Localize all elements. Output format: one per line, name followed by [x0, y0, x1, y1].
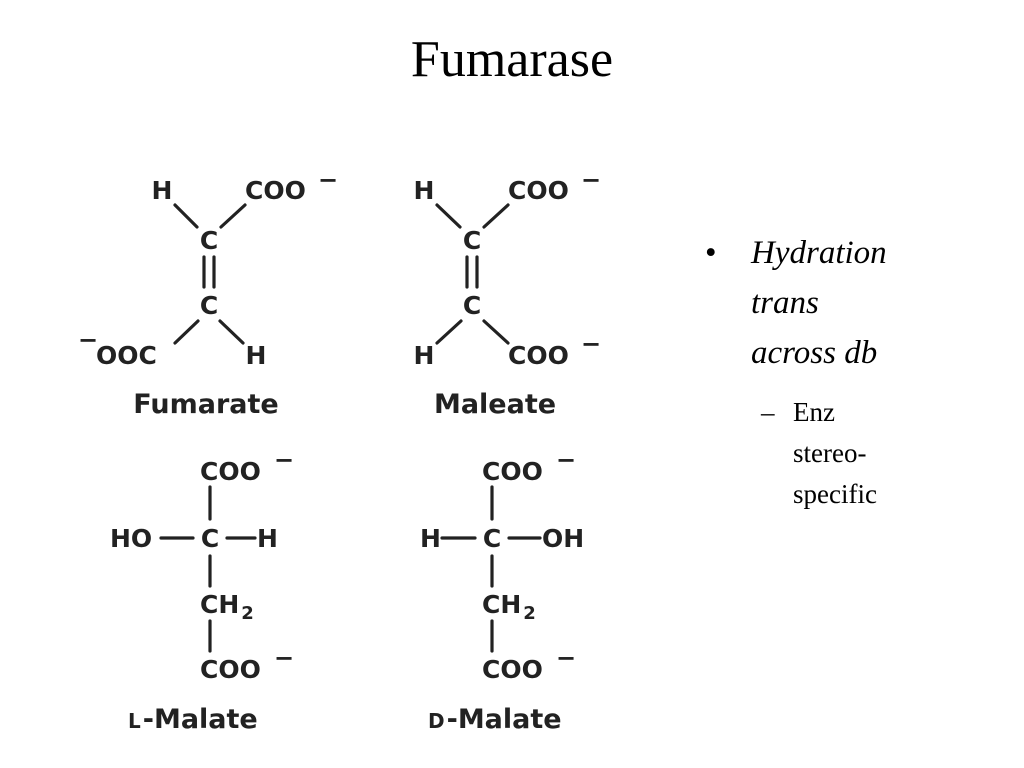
bullet-hydration-trans: • Hydration trans across db: [705, 228, 1005, 378]
bullet-line: trans: [751, 285, 819, 321]
maleate-bond-c-h: [435, 319, 463, 345]
l-malate-top-coo: COO: [200, 457, 261, 486]
bullet-line: Hydration: [751, 235, 887, 271]
fumarate-label: Fumarate: [133, 389, 278, 420]
fumarate-top-left-h: H: [152, 176, 173, 205]
fumarate-top-right-charge: −: [318, 166, 338, 194]
maleate-bottom-right-charge: −: [581, 330, 601, 358]
maleate-top-right-coo: COO: [508, 176, 569, 205]
slide-title: Fumarase: [410, 31, 614, 88]
d-malate-top-charge: −: [556, 446, 576, 474]
fumarate-bond-c-ooc: [173, 319, 200, 345]
sub-bullet-line: Enz: [793, 397, 835, 427]
fumarate-bottom-left-ooc: OOC: [96, 341, 157, 370]
l-malate-top-charge: −: [274, 446, 294, 474]
fumarate-structure: H COO − C C − OOC H Fumarate: [78, 166, 338, 420]
sub-bullet-line: stereo-: [793, 438, 867, 468]
d-malate-label: D-Malate: [428, 704, 562, 735]
d-malate-bottom-coo: COO: [482, 655, 543, 684]
maleate-upper-carbon: C: [463, 226, 481, 255]
fumarate-bottom-left-charge: −: [78, 326, 98, 354]
bullet-list: • Hydration trans across db – Enz stereo…: [705, 228, 1005, 515]
l-malate-bottom-coo: COO: [200, 655, 261, 684]
maleate-structure: H COO − C C H COO − Maleate: [414, 166, 602, 420]
fumarate-bond-coo-c: [219, 203, 247, 229]
bullet-line: across db: [751, 335, 878, 371]
d-malate-top-coo: COO: [482, 457, 543, 486]
d-malate-right-oh: OH: [542, 524, 584, 553]
fumarate-top-right-coo: COO: [245, 176, 306, 205]
l-malate-label: L-Malate: [128, 704, 258, 735]
fumarate-upper-carbon: C: [200, 226, 218, 255]
sub-bullet-marker: –: [761, 397, 775, 427]
maleate-lower-carbon: C: [463, 291, 481, 320]
maleate-bond-c-coo: [482, 319, 510, 345]
l-malate-right-h: H: [257, 524, 278, 553]
maleate-bond-h-c: [435, 203, 462, 229]
bullet-marker: •: [705, 235, 717, 271]
d-malate-center-carbon: C: [483, 524, 501, 553]
maleate-bottom-right-coo: COO: [508, 341, 569, 370]
fumarate-bond-c-h: [218, 319, 245, 345]
fumarate-bond-h-c: [173, 203, 199, 229]
fumarate-lower-carbon: C: [200, 291, 218, 320]
d-malate-bottom-charge: −: [556, 644, 576, 672]
l-malate-bottom-charge: −: [274, 644, 294, 672]
maleate-top-left-h: H: [414, 176, 435, 205]
maleate-top-right-charge: −: [581, 166, 601, 194]
d-malate-left-h: H: [420, 524, 441, 553]
maleate-label: Maleate: [434, 389, 556, 420]
fumarate-bottom-right-h: H: [246, 341, 267, 370]
l-malate-left-ho: HO: [110, 524, 152, 553]
reaction-structures: H COO − C C − OOC H Fumarate H COO − C C…: [78, 166, 602, 735]
l-malate-center-carbon: C: [201, 524, 219, 553]
sub-bullet-enz-stereospecific: – Enz stereo- specific: [705, 392, 1005, 515]
maleate-bond-coo-c: [482, 203, 510, 229]
maleate-bottom-left-h: H: [414, 341, 435, 370]
sub-bullet-line: specific: [793, 479, 877, 509]
